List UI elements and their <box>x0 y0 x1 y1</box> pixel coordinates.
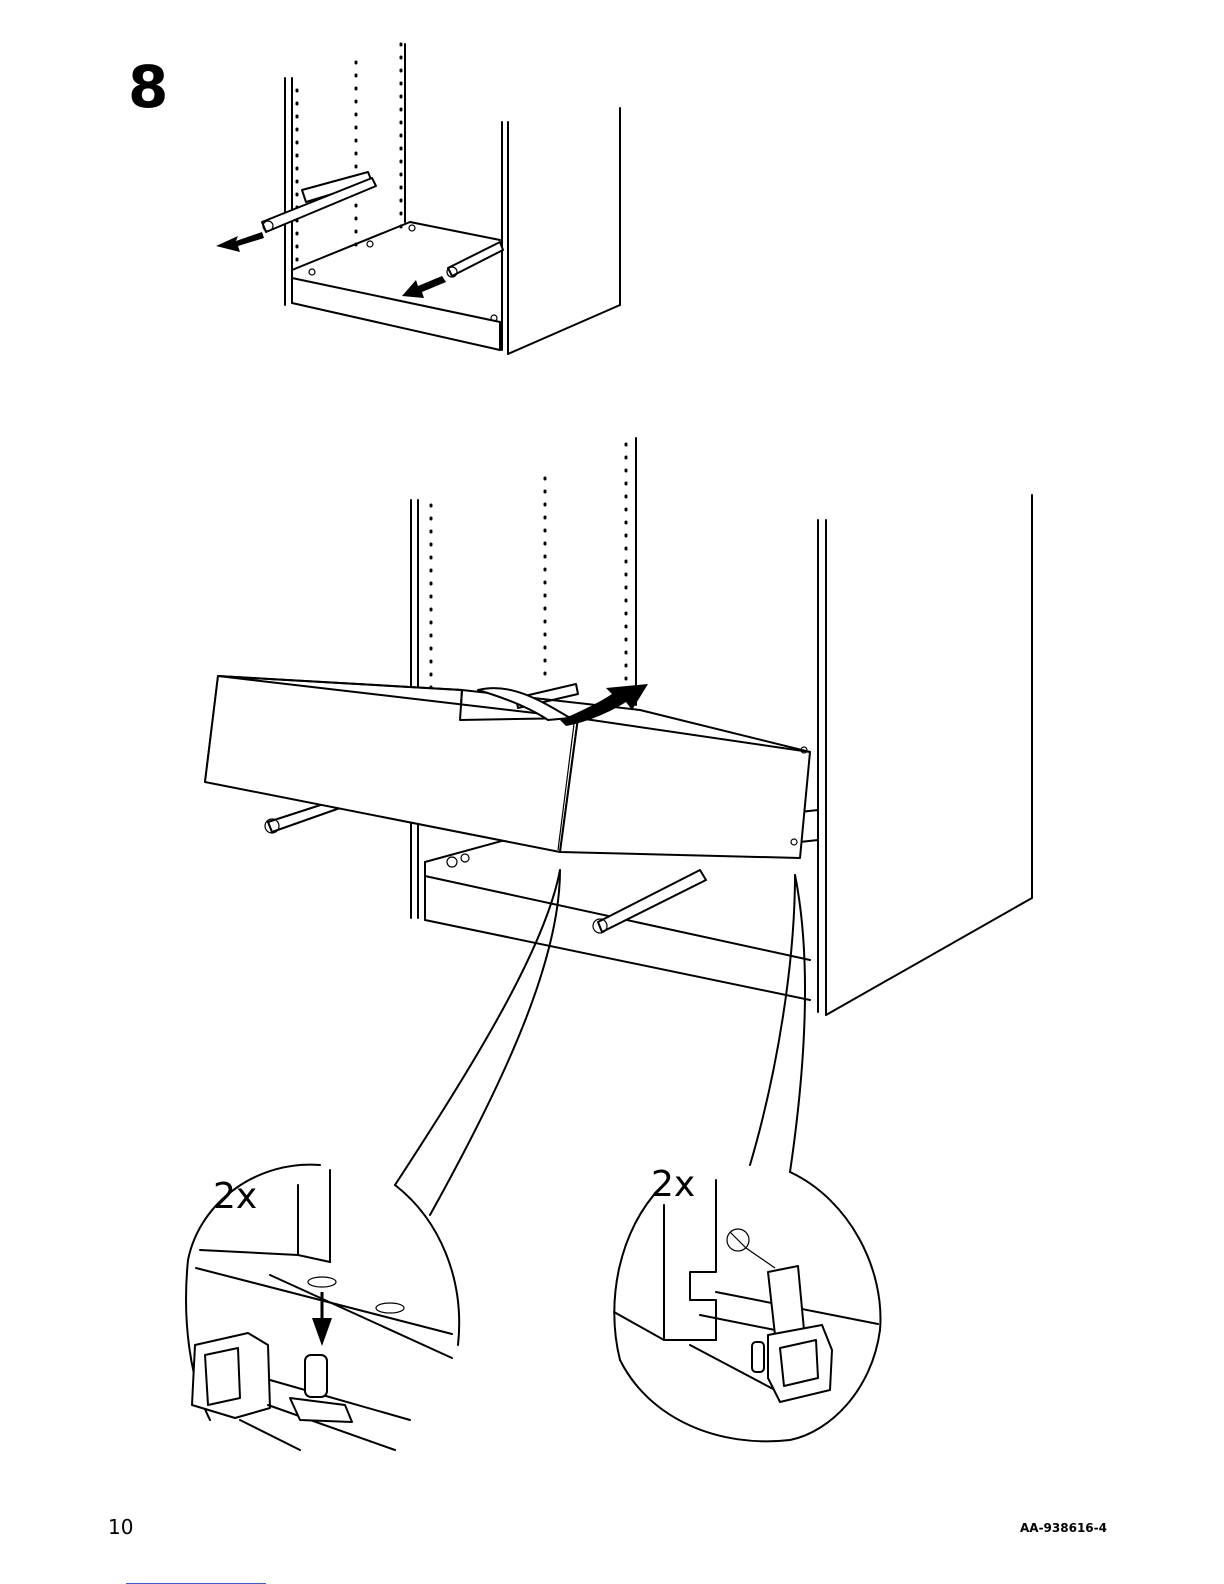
quantity-label-right: 2x <box>651 1167 695 1203</box>
cabinet-top-view <box>216 44 620 354</box>
document-code: AA-938616-4 <box>1020 1521 1107 1535</box>
cabinet-drawer-view <box>205 438 1032 1015</box>
quantity-label-left: 2x <box>213 1179 257 1215</box>
detail-circle-right <box>614 1172 880 1441</box>
page-number: 10 <box>108 1515 133 1539</box>
